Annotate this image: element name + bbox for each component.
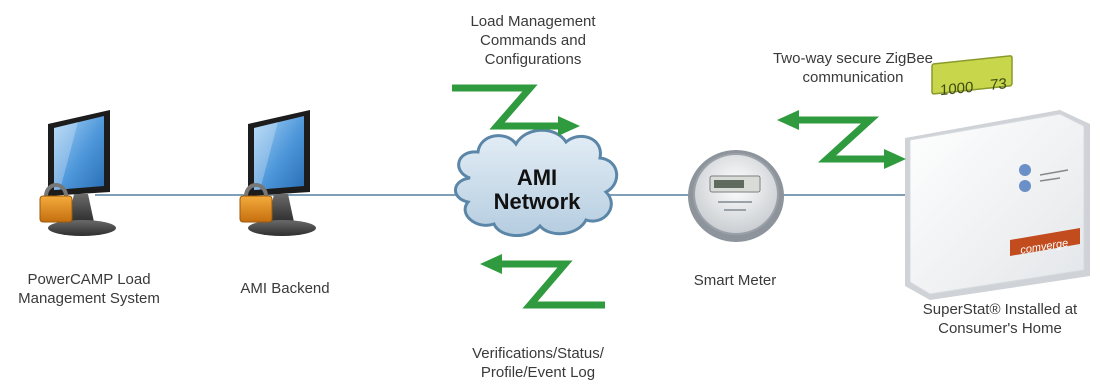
arrow-zigbee-two-way-icon (777, 110, 906, 169)
node-label-powercamp: PowerCAMP Load Management System (4, 270, 174, 308)
annotation-line: communication (802, 69, 904, 86)
annotation-line: Verifications/Status/ (472, 345, 604, 362)
annotation-zigbee: Two-way secure ZigBee communication (748, 49, 958, 87)
annotation-line: Two-way secure ZigBee (772, 50, 934, 67)
annotation-line: Configurations (484, 51, 582, 68)
superstat-thermostat-icon: 1000 73 comverge (905, 55, 1090, 300)
annotation-line: Load Management (470, 13, 596, 30)
ami-network-cloud-icon: AMI Network (454, 128, 618, 237)
annotation-load-management: Load Management Commands and Configurati… (448, 12, 618, 69)
node-label-line: PowerCAMP Load (27, 271, 151, 288)
node-label-ami-backend: AMI Backend (230, 279, 340, 298)
node-label-line: Smart Meter (693, 272, 777, 289)
node-label-line: SuperStat® Installed at (922, 301, 1078, 318)
svg-text:1000: 1000 (940, 79, 973, 99)
smart-meter-icon (688, 150, 784, 242)
node-label-line: AMI Backend (240, 280, 330, 297)
arrow-load-management-icon (452, 84, 580, 136)
lock-icon (39, 183, 73, 223)
cloud-title-line-1: AMI (517, 165, 557, 190)
node-label-line: Management System (18, 290, 160, 307)
svg-text:73: 73 (990, 75, 1007, 94)
arrow-verifications-icon (480, 254, 605, 309)
node-label-superstat: SuperStat® Installed at Consumer's Home (900, 300, 1100, 338)
annotation-line: Commands and (480, 32, 586, 49)
annotation-line: Profile/Event Log (480, 364, 596, 381)
powercamp-computer-icon (39, 110, 116, 236)
ami-backend-computer-icon (239, 110, 316, 236)
node-label-line: Consumer's Home (938, 320, 1062, 337)
annotation-verifications: Verifications/Status/ Profile/Event Log (438, 344, 638, 382)
lock-icon (239, 183, 273, 223)
cloud-title-line-2: Network (494, 189, 582, 214)
node-label-smart-meter: Smart Meter (680, 271, 790, 290)
